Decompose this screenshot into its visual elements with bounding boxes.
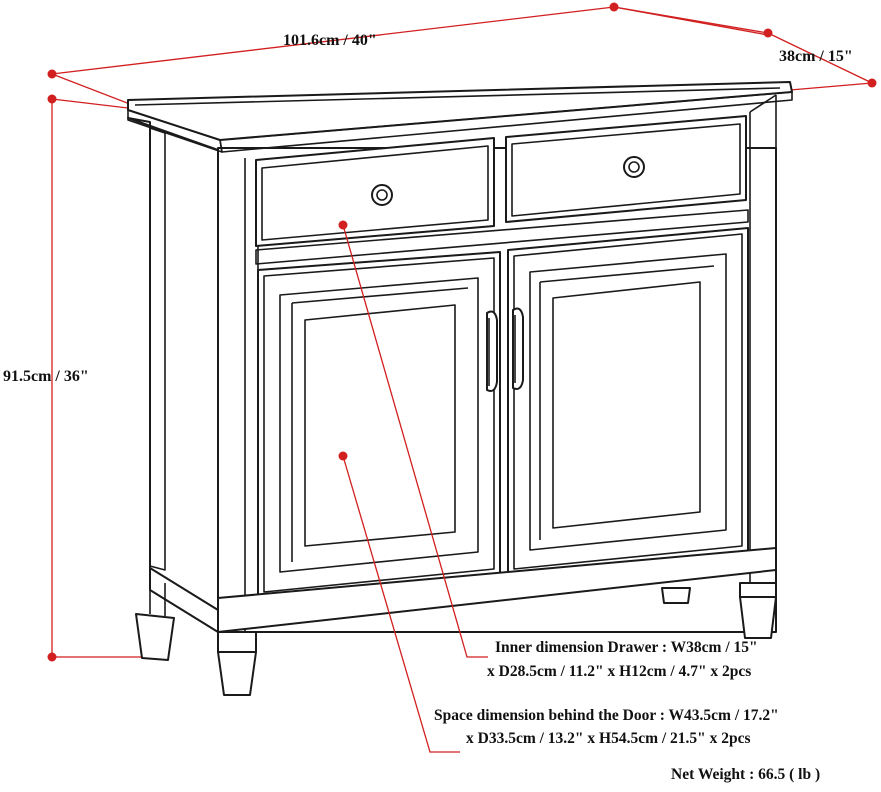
drawer-right [505,115,747,223]
height-dimension-line [47,94,150,662]
depth-label: 38cm / 15" [779,48,853,65]
cabinet-top [127,81,793,153]
bottom-rail [217,547,777,633]
net-weight-label: Net Weight : 66.5 ( lb ) [671,766,821,783]
drawer-left [255,137,495,247]
drawer-pointer [338,220,488,658]
door-right [507,227,749,576]
depth-dimension-line [613,6,877,91]
door-handle-left [486,310,498,392]
leg-front-right [739,582,777,639]
drawer-dimension-line1: Inner dimension Drawer : W38cm / 15" [495,639,758,656]
width-label: 101.6cm / 40" [283,32,377,49]
door-left [257,251,501,599]
door-handle-right [512,307,524,390]
door-space-line2: x D33.5cm / 13.2" x H54.5cm / 21.5" x 2p… [466,730,751,747]
leg-back-left [135,578,175,661]
door-space-line1: Space dimension behind the Door : W43.5c… [434,707,779,724]
leg-back-right [661,587,691,604]
leg-front-left [217,631,257,696]
height-label: 91.5cm / 36" [3,368,89,385]
door-pointer [338,451,460,753]
drawer-rail [255,209,749,265]
drawer-dimension-line2: x D28.5cm / 11.2" x H12cm / 4.7" x 2pcs [487,663,752,680]
